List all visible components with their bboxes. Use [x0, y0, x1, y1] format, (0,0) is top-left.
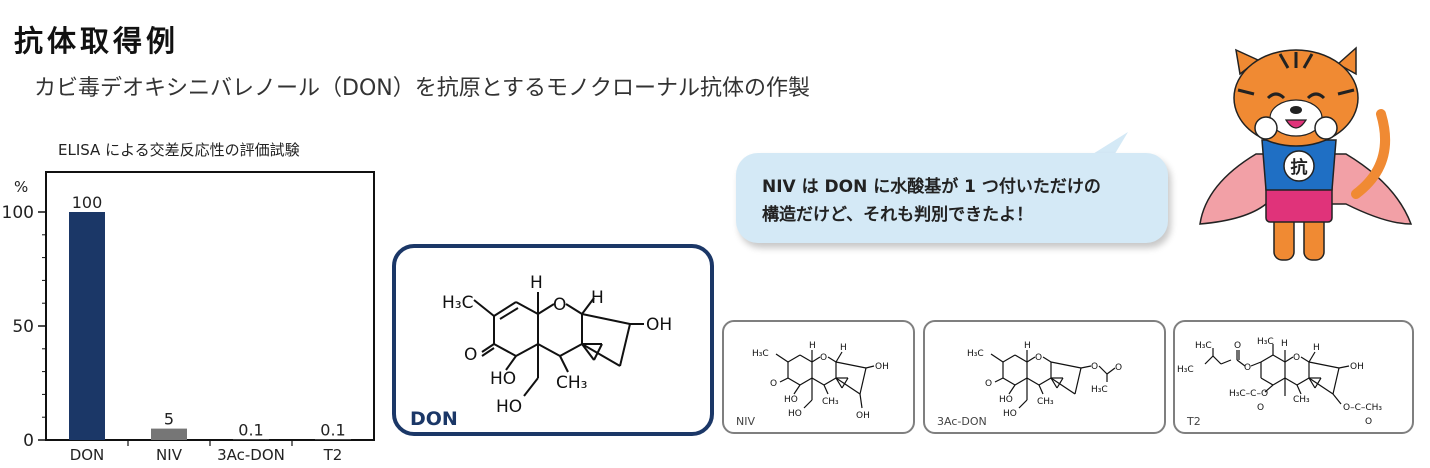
y-tick-label: 0 [23, 431, 34, 451]
y-tick-label: 100 [2, 203, 34, 223]
mascot-tail [1351, 109, 1391, 199]
don-atom-ho: HO [490, 369, 516, 389]
t2-label: T2 [1187, 415, 1201, 428]
3ac-don-structure-card: H₃C H O O O H₃C O HO CH₃ HO 3Ac-DON [923, 320, 1166, 434]
niv-atom-oh2: OH [856, 411, 870, 421]
niv-atom-ch3: CH₃ [822, 397, 839, 407]
speech-line-2: 構造だけど、それも判別できたよ！ [762, 205, 1034, 225]
3ac-don-structure: H₃C H O O O H₃C O HO CH₃ HO [967, 341, 1122, 419]
niv-label: NIV [736, 415, 755, 428]
don-structure-card: H₃C H O H OH O HO CH₃ HO DON [392, 244, 714, 436]
3ac-atom-h1: H [1024, 341, 1031, 351]
y-axis-unit: % [14, 178, 28, 196]
x-category-label: DON [70, 446, 105, 464]
t2-atom-oh: OH [1350, 362, 1364, 372]
x-category-label: NIV [156, 446, 183, 464]
niv-atom-h3c: H₃C [752, 349, 769, 359]
don-atom-ch3: CH₃ [556, 373, 587, 393]
3ac-atom-o-ring: O [1035, 353, 1042, 363]
3ac-atom-ho: HO [999, 395, 1013, 405]
don-atom-o-ring: O [553, 295, 566, 315]
bar-don [69, 212, 105, 440]
don-structure: H₃C H O H OH O HO CH₃ HO [442, 273, 672, 417]
bar-3ac-don [233, 439, 269, 440]
3ac-atom-o-carbonyl: O [1115, 363, 1122, 373]
t2-atom-h3c-iso: H₃C [1195, 341, 1212, 351]
niv-atom-ho2: HO [788, 409, 802, 419]
don-atom-h2: H [591, 288, 604, 308]
3ac-atom-o-keto: O [985, 379, 992, 389]
t2-atom-ch3: CH₃ [1293, 395, 1310, 405]
niv-structure: H₃C H O H OH O HO CH₃ HO OH [752, 341, 889, 421]
bar-value-label: 100 [72, 193, 103, 212]
t2-structure-card: H₃C H₃C O O H₃C H O H OH H₃C–C–O O CH₃ O… [1173, 320, 1414, 434]
bar-niv [151, 428, 187, 440]
bar-t2 [315, 439, 351, 440]
niv-atom-h2: H [840, 343, 847, 353]
bar-value-label: 0.1 [320, 421, 345, 440]
mascot-ear-right [1336, 46, 1357, 76]
don-atom-oh: OH [646, 315, 672, 335]
t2-atom-o1: O [1234, 341, 1241, 351]
niv-atom-o-keto: O [770, 379, 777, 389]
x-category-label: T2 [323, 446, 343, 464]
niv-atom-oh: OH [875, 362, 889, 372]
mascot-paw-left [1254, 116, 1278, 140]
t2-atom-h3c: H₃C [1177, 365, 1194, 375]
don-atom-o-keto: O [464, 345, 477, 365]
t2-atom-h3c-c-o: H₃C–C–O [1229, 389, 1268, 399]
don-atom-h1: H [530, 273, 543, 293]
t2-atom-o2: O [1244, 363, 1251, 373]
niv-atom-o-ring: O [820, 353, 827, 363]
t2-atom-o4: O [1365, 417, 1372, 427]
x-category-label: 3Ac-DON [217, 446, 285, 464]
don-atom-ho2: HO [496, 397, 522, 417]
3ac-atom-h3c: H₃C [967, 349, 984, 359]
3ac-atom-o-ester: O [1091, 362, 1098, 372]
t2-atom-oac: O–C–CH₃ [1343, 403, 1382, 413]
3ac-don-label: 3Ac-DON [937, 415, 987, 428]
mascot-muzzle [1269, 99, 1323, 137]
t2-structure: H₃C H₃C O O H₃C H O H OH H₃C–C–O O CH₃ O… [1177, 337, 1382, 427]
mascot-eye-right [1306, 92, 1326, 100]
bar-value-label: 5 [164, 410, 174, 429]
mascot-paw-right [1314, 116, 1338, 140]
t2-atom-h3c-top: H₃C [1257, 337, 1274, 347]
niv-atom-h1: H [809, 341, 816, 351]
don-label: DON [410, 408, 458, 430]
3ac-atom-h3c2: H₃C [1091, 385, 1108, 395]
y-tick-label: 50 [12, 317, 34, 337]
t2-atom-o3: O [1257, 403, 1264, 413]
page-title: 抗体取得例 [14, 24, 180, 58]
mascot-nose [1290, 106, 1302, 114]
niv-structure-card: H₃C H O H OH O HO CH₃ HO OH NIV [722, 320, 915, 434]
speech-line-1: NIV は DON に水酸基が 1 つ付いただけの [762, 177, 1101, 197]
mascot-badge-text: 抗 [1291, 157, 1308, 178]
niv-atom-ho: HO [784, 395, 798, 405]
3ac-atom-ch3: CH₃ [1037, 397, 1054, 407]
speech-bubble: NIV は DON に水酸基が 1 つ付いただけの 構造だけど、それも判別できた… [736, 153, 1168, 243]
mascot-mouth [1284, 119, 1308, 129]
mascot-stripes [1237, 52, 1355, 96]
tiger-mascot: 抗 [1199, 46, 1413, 261]
mascot-eye-left [1266, 92, 1286, 100]
t2-atom-h1: H [1281, 339, 1288, 349]
don-atom-h3c: H₃C [442, 293, 473, 313]
bar-value-label: 0.1 [238, 421, 263, 440]
t2-atom-o-ring: O [1293, 353, 1300, 363]
t2-atom-h2: H [1313, 343, 1320, 353]
3ac-atom-ho2: HO [1003, 409, 1017, 419]
chart-title: ELISA による交差反応性の評価試験 [58, 141, 300, 159]
page-subtitle: カビ毒デオキシニバレノール（DON）を抗原とするモノクローナル抗体の作製 [34, 76, 811, 101]
mascot-badge [1283, 150, 1315, 182]
